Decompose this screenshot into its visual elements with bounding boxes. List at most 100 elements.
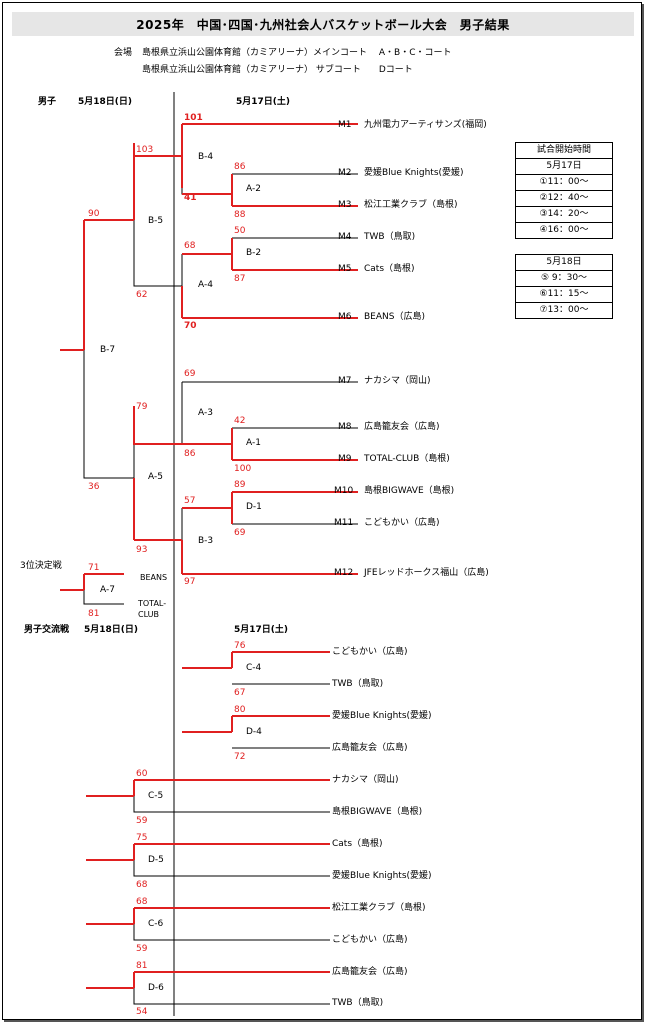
game-label: D-5 (148, 855, 164, 865)
game-label: A-5 (148, 472, 163, 482)
score: 86 (184, 449, 196, 459)
score: 81 (88, 609, 100, 619)
schedule-time: ②12：40～ (516, 191, 612, 207)
team-code: M7 (338, 376, 352, 386)
game-label: B-2 (246, 248, 262, 258)
game-label: A-3 (198, 408, 213, 418)
team-name: Cats（島根) (364, 264, 415, 274)
team-name: TOTAL- (138, 599, 167, 608)
team-code: M8 (338, 422, 352, 432)
schedule-day2-table: 5月18日 ⑤ 9：30～ ⑥11：15～ ⑦13：00～ (515, 254, 613, 319)
score: 88 (234, 210, 246, 220)
game-label: B-7 (100, 345, 116, 355)
score: 54 (136, 1007, 148, 1017)
game-label: A-1 (246, 438, 261, 448)
score: 68 (136, 880, 148, 890)
score: 70 (184, 321, 197, 331)
team-name: TOTAL-CLUB（島根) (364, 454, 450, 464)
team-name: ナカシマ（岡山) (364, 376, 431, 386)
team-code: M12 (334, 568, 354, 578)
team-name: こどもかい（広島) (332, 935, 408, 945)
team-name: 愛媛Blue Knights(愛媛) (364, 168, 464, 178)
score: 103 (136, 145, 154, 155)
score: 59 (136, 944, 148, 954)
team-code: M6 (338, 312, 352, 322)
score: 101 (184, 113, 203, 123)
team-code: M1 (338, 120, 352, 130)
score: 68 (184, 241, 196, 251)
game-label: A-7 (100, 585, 115, 595)
score: 90 (88, 209, 100, 219)
schedule-time: ⑤ 9：30～ (516, 271, 612, 287)
team-name: BEANS (140, 573, 168, 582)
schedule-time: ④16：00～ (516, 223, 612, 239)
score: 93 (136, 545, 148, 555)
team-code: M11 (334, 518, 354, 528)
section-men-label: 男子 (38, 97, 57, 107)
score: 79 (136, 402, 148, 412)
schedule-time: ⑥11：15～ (516, 287, 612, 303)
team-name: TWB（鳥取) (332, 998, 384, 1008)
game-label: B-5 (148, 216, 164, 226)
game-label: A-4 (198, 280, 213, 290)
team-code: M10 (334, 486, 354, 496)
team-name: CLUB (138, 610, 159, 619)
score: 80 (234, 705, 246, 715)
team-name: こどもかい（広島) (332, 647, 408, 657)
score: 97 (184, 577, 196, 587)
score: 57 (184, 496, 196, 506)
team-name: BEANS（広島) (364, 312, 425, 322)
schedule-time: ⑦13：00～ (516, 303, 612, 319)
team-name: 松江工業クラブ（島根) (364, 200, 458, 210)
score: 62 (136, 290, 148, 300)
score: 36 (88, 482, 100, 492)
schedule-header: 試合開始時間 (516, 143, 612, 159)
team-name: こどもかい（広島) (364, 518, 440, 528)
schedule-day: 5月18日 (516, 255, 612, 271)
venue-line-2: 島根県立浜山公園体育館（カミアリーナ） サブコート Dコート (142, 65, 413, 75)
team-name: Cats（島根) (332, 839, 383, 849)
team-name: 愛媛Blue Knights(愛媛) (332, 711, 432, 721)
score: 71 (88, 563, 100, 573)
team-name: 九州電力アーティサンズ(福岡) (364, 120, 487, 130)
score: 87 (234, 274, 246, 284)
score: 72 (234, 752, 246, 762)
game-label: A-2 (246, 184, 261, 194)
section-men-date-day1: 5月17日(土) (236, 97, 291, 107)
team-name: 島根BIGWAVE（島根) (332, 807, 423, 817)
team-code: M9 (338, 454, 352, 464)
team-name: 広島籠友会（広島) (332, 967, 408, 977)
game-label: C-6 (148, 919, 164, 929)
score: 69 (184, 369, 196, 379)
score: 81 (136, 961, 148, 971)
team-name: JFEレッドホークス福山（広島) (364, 568, 489, 578)
section-exchange-date-day2: 5月18日(日) (84, 625, 139, 635)
game-label: C-5 (148, 791, 164, 801)
section-exchange-date-day1: 5月17日(土) (234, 625, 289, 635)
section-exchange-label: 男子交流戦 (24, 625, 70, 635)
schedule-day: 5月17日 (516, 159, 612, 175)
score: 75 (136, 833, 148, 843)
team-name: 広島籠友会（広島) (332, 743, 408, 753)
game-label: D-4 (246, 727, 262, 737)
team-code: M2 (338, 168, 352, 178)
schedule-time: ③14：20～ (516, 207, 612, 223)
section-men-date-day2: 5月18日(日) (78, 97, 133, 107)
score: 68 (136, 897, 148, 907)
score: 69 (234, 528, 246, 538)
score: 41 (184, 193, 197, 203)
game-label: D-6 (148, 983, 164, 993)
score: 42 (234, 416, 246, 426)
venue-line-1: 島根県立浜山公園体育館（カミアリーナ）メインコート A・B・C・コート (142, 48, 452, 58)
team-name: 島根BIGWAVE（島根) (364, 486, 455, 496)
team-name: TWB（鳥取) (332, 679, 384, 689)
team-name: ナカシマ（岡山) (332, 775, 399, 785)
venue-label: 会場 (114, 48, 133, 58)
score: 89 (234, 480, 246, 490)
team-code: M5 (338, 264, 352, 274)
third-place-label: 3位決定戦 (20, 561, 62, 571)
score: 100 (234, 464, 252, 474)
team-name: 松江工業クラブ（島根) (332, 903, 426, 913)
score: 76 (234, 641, 246, 651)
